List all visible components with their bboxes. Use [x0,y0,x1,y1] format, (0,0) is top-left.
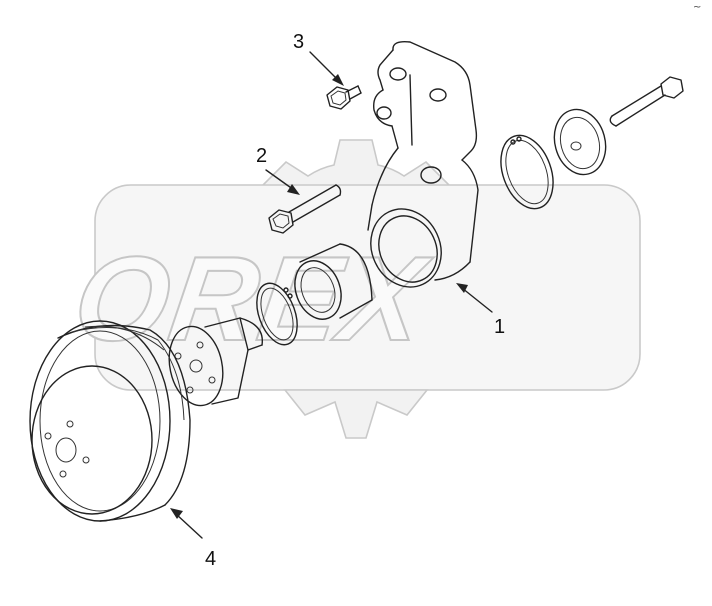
callout-4: 4 [205,548,216,570]
retaining-ring-right [500,134,554,210]
arrowhead-3 [332,74,344,86]
bracket-housing-part-1 [367,40,479,288]
bolt-part-3 [326,85,362,110]
pulley-part-4 [29,320,191,522]
hub-flange [168,317,264,407]
end-cap [553,108,607,176]
callout-1: 1 [494,316,505,338]
arrowhead-2 [287,184,300,195]
retaining-ring-left [256,282,298,346]
bolt-part-2 [268,184,342,234]
leader-1 [461,287,493,313]
callout-3: 3 [293,31,304,53]
arrowhead-1 [456,283,468,293]
long-bolt-top-right [609,76,684,127]
watermark-text: OREX [67,232,438,366]
arrowhead-4 [170,508,183,519]
leader-3 [309,51,339,81]
leader-lines [170,51,493,539]
leader-2 [265,169,295,191]
leader-4 [175,513,203,539]
callout-2: 2 [256,145,267,167]
bearing [294,243,373,320]
watermark-gear-bottom [283,389,429,439]
orex-watermark: OREX [66,139,641,439]
corner-mark: ~ [693,2,701,13]
